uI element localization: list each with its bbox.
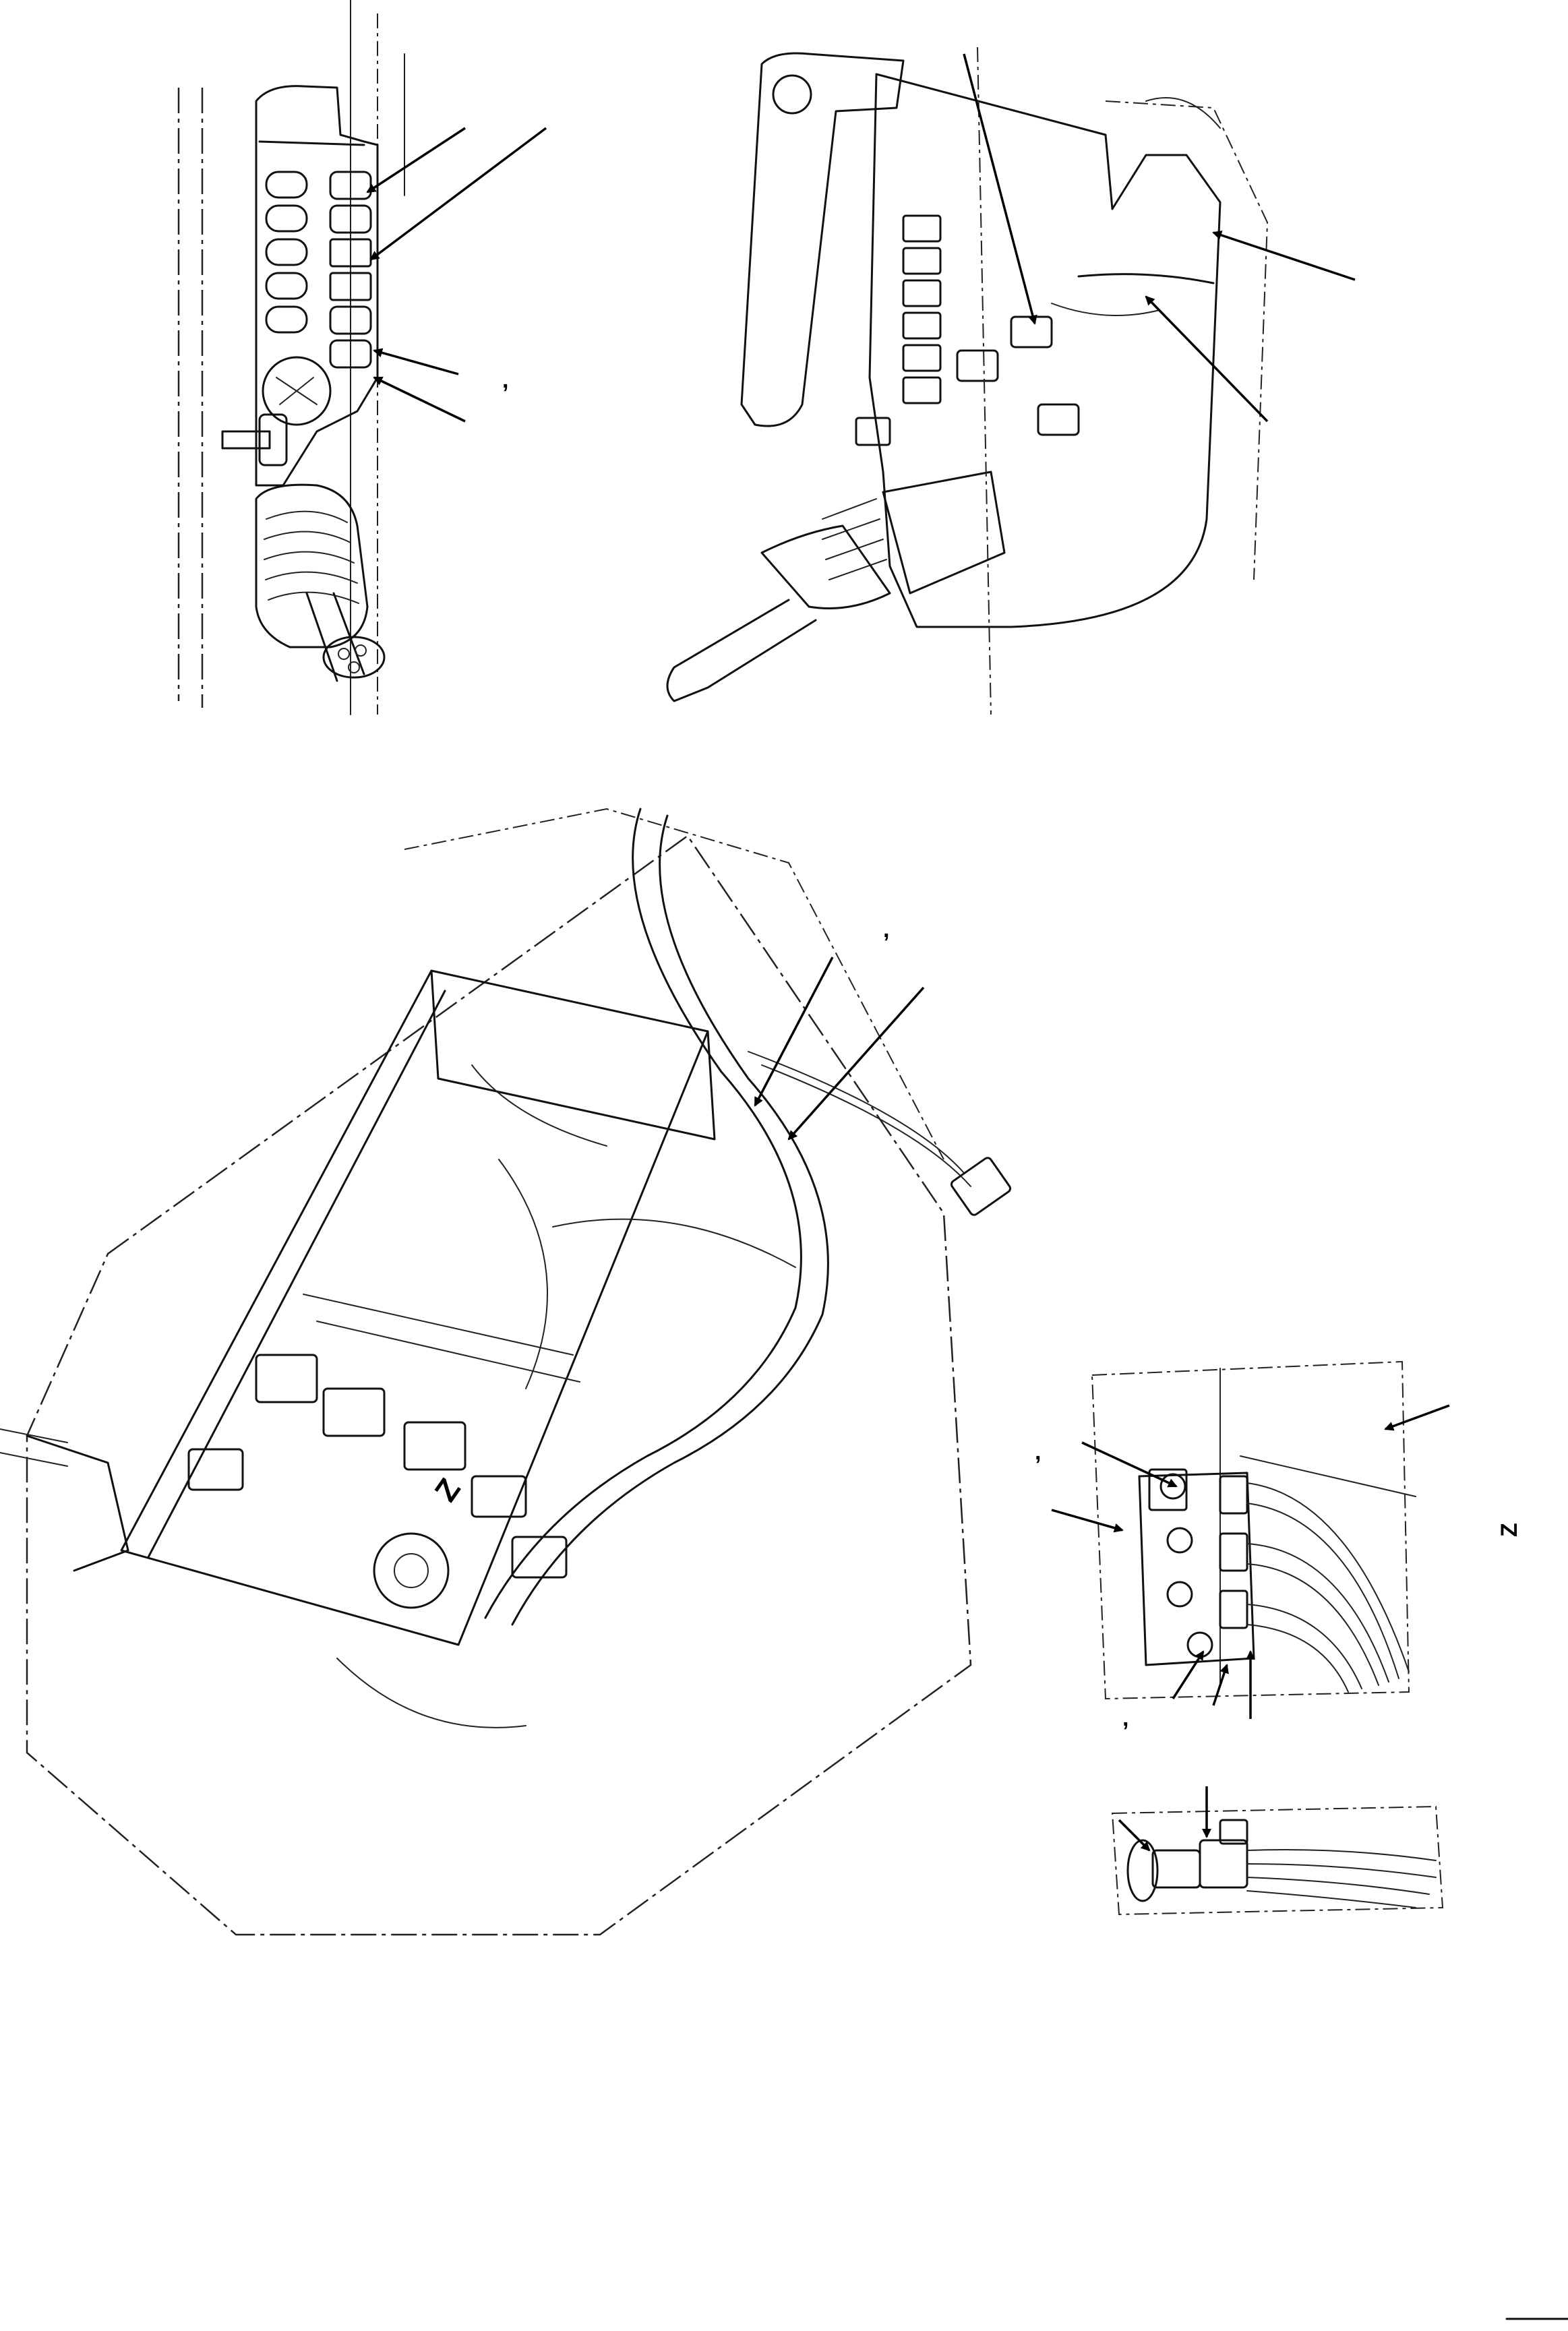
zone-mark-z-detail: Z bbox=[1497, 1523, 1522, 1537]
connector-detail-front-view: , , Z bbox=[1035, 1360, 1522, 1731]
grommet bbox=[1126, 1839, 1159, 1902]
wire-harness bbox=[336, 808, 1012, 1728]
joystick-side bbox=[666, 471, 1006, 702]
connector-row bbox=[1148, 1468, 1248, 1658]
armrest-side-view bbox=[666, 47, 1356, 715]
zone-mark-z: Z bbox=[427, 1472, 467, 1508]
rotary-knob bbox=[262, 356, 332, 426]
comma-mark-c: , bbox=[1035, 1439, 1041, 1465]
switch-column-left bbox=[265, 171, 308, 334]
joystick-boot bbox=[255, 483, 386, 682]
relay-block bbox=[187, 1354, 568, 1609]
armrest-controls-view: , bbox=[177, 0, 547, 715]
connector-detail-side-view bbox=[1111, 1786, 1444, 1916]
console-harness-view: Z , bbox=[0, 808, 1012, 1936]
comma-mark-a: , bbox=[502, 367, 508, 393]
comma-mark-b: , bbox=[883, 917, 889, 942]
connector-stack bbox=[855, 214, 1080, 446]
comma-mark-d: , bbox=[1122, 1705, 1128, 1731]
